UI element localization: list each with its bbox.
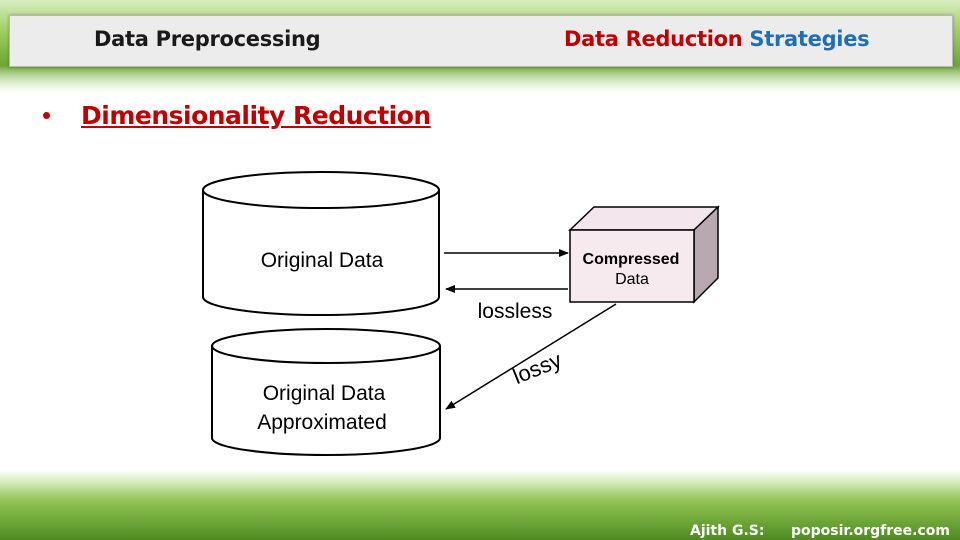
header-title-blue: Strategies [749,27,870,51]
header-left-title: Data Preprocessing [94,27,321,51]
lossy-arrow [445,303,617,410]
approximated-label-line2: Approximated [257,411,387,434]
lossless-label: lossless [478,300,553,323]
compressed-data-box: Compressed Data [568,205,720,304]
bullet-heading: Dimensionality Reduction [81,101,431,130]
approximated-data-cylinder: Original Data Approximated [211,328,441,456]
header-title-red: Data Reduction [564,27,743,51]
footer-author: Ajith G.S: [690,523,765,539]
footer-site: poposir.orgfree.com [791,523,950,539]
bullet-marker: • [42,100,52,130]
compressed-label-line2: Data [615,271,649,288]
original-data-label: Original Data [261,249,384,272]
header-right-title: Data Reduction Strategies [564,27,870,51]
original-data-cylinder: Original Data [202,171,440,316]
approximated-label-line1: Original Data [263,382,386,405]
compressed-label-line1: Compressed [583,251,680,268]
bottom-background [0,470,960,540]
header-bar [9,15,953,67]
